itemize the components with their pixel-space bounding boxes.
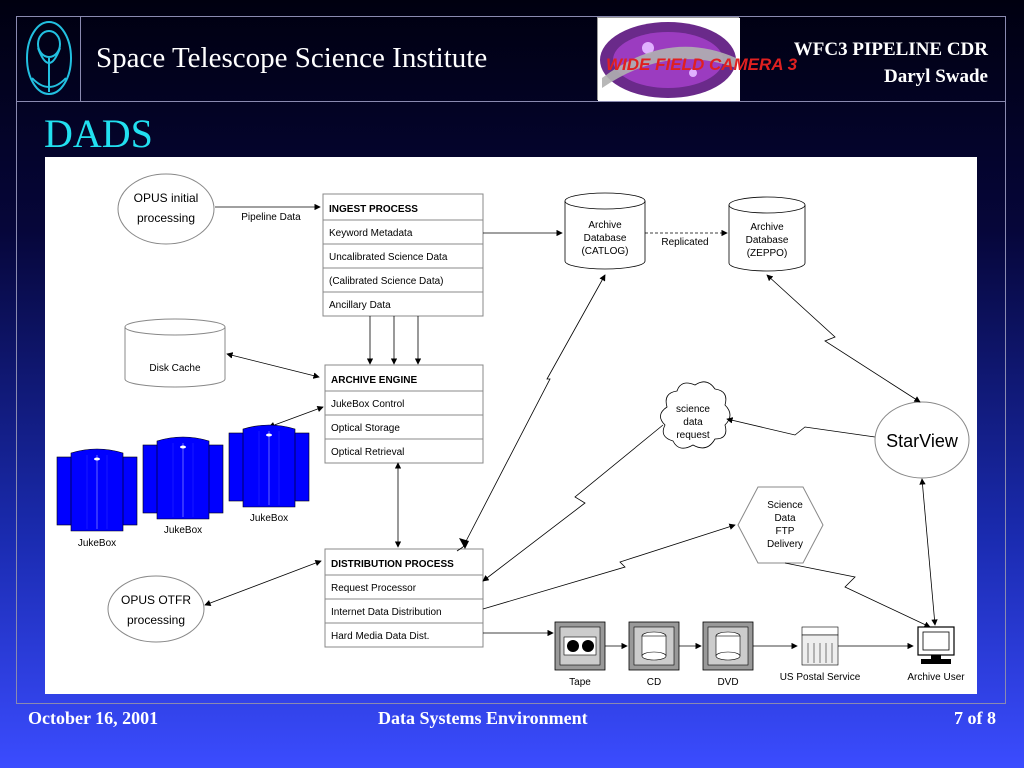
logo-divider: [80, 16, 81, 102]
dvd-icon: [702, 621, 754, 671]
ingest-item: (Calibrated Science Data): [329, 276, 444, 287]
wfc3-badge: WIDE FIELD CAMERA 3: [597, 17, 798, 101]
archive-engine-title: ARCHIVE ENGINE: [331, 375, 417, 386]
zeppo-line2: Database: [746, 235, 789, 246]
otfr-arrow: [204, 559, 322, 607]
ftp-line3: FTP: [776, 526, 795, 537]
postal-service-icon: [801, 626, 839, 666]
archive-user-label: Archive User: [907, 672, 965, 683]
distribution-ftp-arrow: [482, 523, 736, 610]
dads-diagram: OPUS initial processing Pipeline Data IN…: [56, 173, 970, 688]
dads-diagram-panel: OPUS initial processing Pipeline Data IN…: [45, 157, 977, 694]
ingest-item: Ancillary Data: [329, 300, 391, 311]
ingest-item: Uncalibrated Science Data: [329, 252, 448, 263]
jukebox-label: JukeBox: [78, 538, 116, 549]
request-line3: request: [676, 430, 710, 441]
slide-frame: [16, 16, 1006, 704]
distribution-process-box: DISTRIBUTION PROCESS Request Processor I…: [324, 548, 484, 648]
ingest-title: INGEST PROCESS: [329, 204, 418, 215]
dvd-label: DVD: [717, 677, 738, 688]
jukebox-arrow: [268, 405, 324, 429]
starview-request-arrow: [726, 417, 876, 438]
catlog-database: Archive Database (CATLOG): [564, 192, 646, 270]
ftp-line2: Data: [774, 513, 796, 524]
request-line1: science: [676, 404, 710, 415]
computer-icon: [917, 626, 955, 664]
stsci-logo-icon: [26, 21, 72, 95]
ingest-process-box: INGEST PROCESS Keyword Metadata Uncalibr…: [322, 193, 484, 317]
footer-page: 7 of 8: [954, 708, 996, 728]
disk-cache-arrow: [226, 352, 320, 379]
catlog-line3: (CATLOG): [581, 246, 628, 257]
opus-otfr-line1: OPUS OTFR: [121, 593, 191, 607]
catlog-line2: Database: [584, 233, 627, 244]
jukebox-icon: [228, 424, 310, 508]
opus-initial-line2: processing: [137, 211, 195, 225]
zeppo-database: Archive Database (ZEPPO): [728, 196, 806, 272]
distribution-title: DISTRIBUTION PROCESS: [331, 559, 454, 570]
tape-icon: [554, 621, 606, 671]
science-data-request-cloud: science data request: [660, 381, 731, 449]
footer-section: Data Systems Environment: [378, 708, 588, 728]
badge-text: WIDE FIELD CAMERA 3: [606, 55, 798, 74]
opus-otfr-line2: processing: [127, 613, 185, 627]
cd-icon: [628, 621, 680, 671]
distribution-item: Internet Data Distribution: [331, 607, 442, 618]
header-info: WFC3 PIPELINE CDR Daryl Swade: [794, 36, 988, 90]
archive-engine-item: Optical Storage: [331, 423, 400, 434]
distribution-catlog-arrow: [462, 274, 606, 548]
ftp-line1: Science: [767, 500, 803, 511]
opus-otfr-processing: OPUS OTFR processing: [107, 575, 205, 643]
jukebox-label: JukeBox: [250, 513, 288, 524]
archive-engine-item: JukeBox Control: [331, 399, 404, 410]
replicated-label: Replicated: [661, 237, 708, 248]
postal-label: US Postal Service: [780, 672, 861, 683]
disk-cache: Disk Cache: [124, 318, 226, 388]
project-name: WFC3 PIPELINE CDR: [793, 39, 988, 60]
disk-cache-label: Disk Cache: [149, 363, 201, 374]
jukebox-icon: [56, 448, 138, 532]
catlog-line1: Archive: [588, 220, 622, 231]
starview-ellipse: StarView: [874, 401, 970, 479]
institute-title: Space Telescope Science Institute: [96, 42, 488, 74]
ftp-line4: Delivery: [767, 539, 803, 550]
opus-initial-line1: OPUS initial: [134, 191, 199, 205]
jukebox-icon: [142, 436, 224, 520]
cd-label: CD: [647, 677, 661, 688]
starview-label: StarView: [886, 431, 959, 451]
zeppo-starview-arrow: [766, 274, 921, 403]
zeppo-line3: (ZEPPO): [747, 248, 788, 259]
starview-user-arrow: [919, 478, 938, 626]
slide-title: DADS: [44, 111, 153, 156]
jukebox-label: JukeBox: [164, 525, 202, 536]
distribution-item: Hard Media Data Dist.: [331, 631, 429, 642]
ftp-delivery-hexagon: Science Data FTP Delivery: [737, 486, 824, 564]
presenter-name: Daryl Swade: [884, 66, 988, 87]
zeppo-line1: Archive: [750, 222, 784, 233]
opus-initial-processing: OPUS initial processing: [117, 173, 215, 245]
request-distribution-arrow: [482, 424, 664, 582]
distribution-item: Request Processor: [331, 583, 417, 594]
ingest-item: Keyword Metadata: [329, 228, 413, 239]
tape-label: Tape: [569, 677, 591, 688]
archive-engine-item: Optical Retrieval: [331, 447, 404, 458]
pipeline-data-label: Pipeline Data: [241, 212, 301, 223]
footer-date: October 16, 2001: [28, 708, 159, 728]
request-line2: data: [683, 417, 703, 428]
ftp-user-arrow: [784, 562, 931, 628]
archive-engine-box: ARCHIVE ENGINE JukeBox Control Optical S…: [324, 364, 484, 464]
header-divider: [16, 101, 1006, 102]
